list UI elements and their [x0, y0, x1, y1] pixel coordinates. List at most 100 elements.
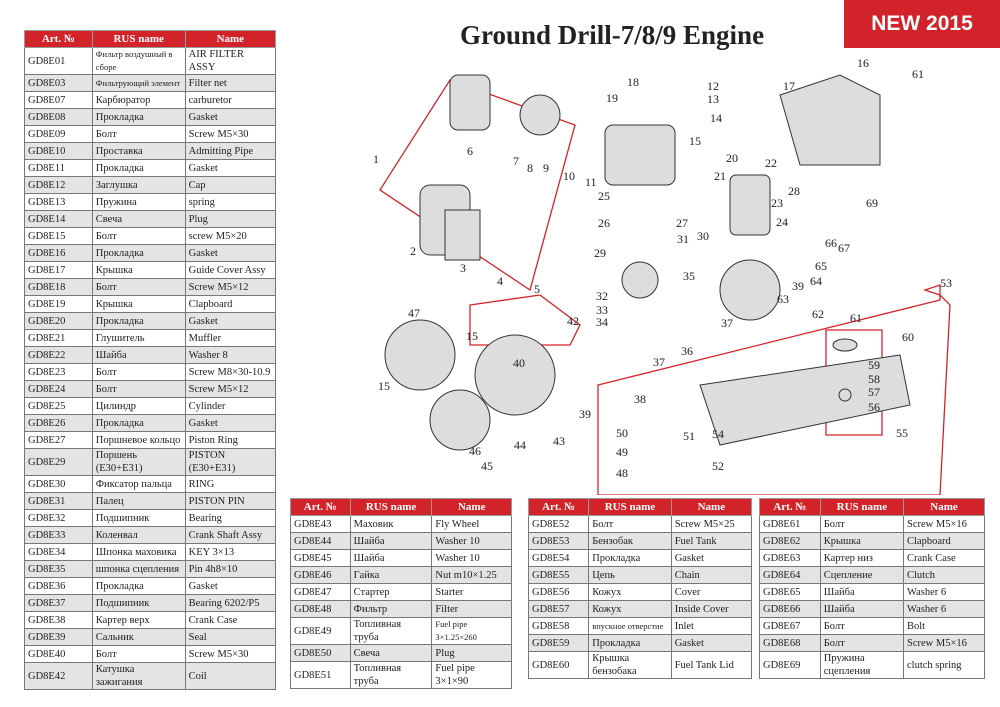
crank-case-lower — [719, 259, 781, 321]
name-cell: Crank Shaft Assy — [184, 526, 277, 544]
art-number-cell: GD8E15 — [24, 227, 93, 245]
callout-3: 3 — [460, 261, 466, 275]
rus-name-cell: Болт — [91, 125, 186, 143]
callout-58: 58 — [868, 372, 880, 386]
art-number-cell: GD8E65 — [759, 583, 821, 601]
name-cell: Plug — [184, 210, 277, 228]
header-rus: RUS name — [588, 498, 672, 516]
art-number-cell: GD8E23 — [24, 363, 93, 381]
starter — [384, 319, 456, 391]
name-cell: Bearing — [184, 509, 277, 527]
callout-35: 35 — [683, 269, 695, 283]
callout-15: 15 — [689, 134, 701, 148]
art-number-cell: GD8E30 — [24, 475, 93, 493]
callout-60: 60 — [902, 330, 914, 344]
callout-23: 23 — [771, 196, 783, 210]
name-cell: Washer 6 — [903, 600, 985, 618]
art-number-cell: GD8E21 — [24, 329, 93, 347]
callout-53: 53 — [940, 276, 952, 290]
rus-name-cell: Прокладка — [91, 312, 186, 330]
name-cell: KEY 3×13 — [184, 543, 277, 561]
art-number-cell: GD8E63 — [759, 549, 821, 567]
name-cell: Screw M5×30 — [184, 645, 277, 663]
header-name: Name — [184, 30, 277, 48]
rus-name-cell: Свеча — [91, 210, 186, 228]
callout-61: 61 — [912, 67, 924, 81]
name-cell: Bearing 6202/P5 — [184, 594, 277, 612]
rus-name-cell: Цепь — [588, 566, 672, 584]
muffler — [729, 174, 771, 236]
name-cell: Bolt — [903, 617, 985, 635]
art-number-cell: GD8E38 — [24, 611, 93, 629]
art-number-cell: GD8E64 — [759, 566, 821, 584]
callout-7: 7 — [513, 154, 519, 168]
rus-name-cell: Прокладка — [91, 577, 186, 595]
rus-name-cell: Прокладка — [588, 549, 672, 567]
name-cell: Filter — [431, 600, 512, 618]
rus-name-cell: Фильтр воздушный в сборе — [91, 47, 186, 75]
art-number-cell: GD8E35 — [24, 560, 93, 578]
name-cell: AIR FILTER ASSY — [184, 47, 277, 75]
callout-8: 8 — [527, 161, 533, 175]
callout-16: 16 — [857, 56, 869, 70]
art-number-cell: GD8E10 — [24, 142, 93, 160]
name-cell: Filter net — [184, 74, 277, 92]
name-cell: Washer 10 — [431, 549, 512, 567]
rus-name-cell: Прокладка — [91, 108, 186, 126]
new-badge: NEW 2015 — [844, 0, 1000, 48]
name-cell: Screw M5×16 — [903, 634, 985, 652]
name-cell: Starter — [431, 583, 512, 601]
callout-38: 38 — [634, 392, 646, 406]
name-cell: Inside Cover — [670, 600, 753, 618]
art-number-cell: GD8E26 — [24, 414, 93, 432]
callout-55: 55 — [896, 426, 908, 440]
callout-50: 50 — [616, 426, 628, 440]
art-number-cell: GD8E13 — [24, 193, 93, 211]
name-cell: carburetor — [184, 91, 277, 109]
fuel-tank-lid — [832, 338, 858, 352]
art-number-cell: GD8E57 — [527, 600, 590, 618]
part-shapes — [384, 74, 911, 451]
name-cell: Screw M5×30 — [184, 125, 277, 143]
rus-name-cell: Шайба — [819, 583, 905, 601]
callout-37: 37 — [721, 316, 733, 330]
piston — [621, 261, 659, 299]
art-number-cell: GD8E58 — [527, 617, 590, 635]
callout-37: 37 — [653, 355, 665, 369]
art-number-cell: GD8E16 — [24, 244, 93, 262]
rus-name-cell: Крышка — [819, 532, 905, 550]
rus-name-cell: Гайка — [349, 566, 433, 584]
name-cell: screw M5×20 — [184, 227, 277, 245]
name-cell: PISTON PIN — [184, 492, 277, 510]
art-number-cell: GD8E07 — [24, 91, 93, 109]
callout-18: 18 — [627, 75, 639, 89]
rus-name-cell: Прокладка — [91, 159, 186, 177]
rus-name-cell: Кожух — [588, 583, 672, 601]
art-number-cell: GD8E09 — [24, 125, 93, 143]
header-name: Name — [431, 498, 512, 516]
name-cell: PISTON (E30+E31) — [184, 448, 277, 476]
name-cell: Coil — [184, 662, 277, 690]
rus-name-cell: Прокладка — [91, 414, 186, 432]
rus-name-cell: Фиксатор пальца — [91, 475, 186, 493]
